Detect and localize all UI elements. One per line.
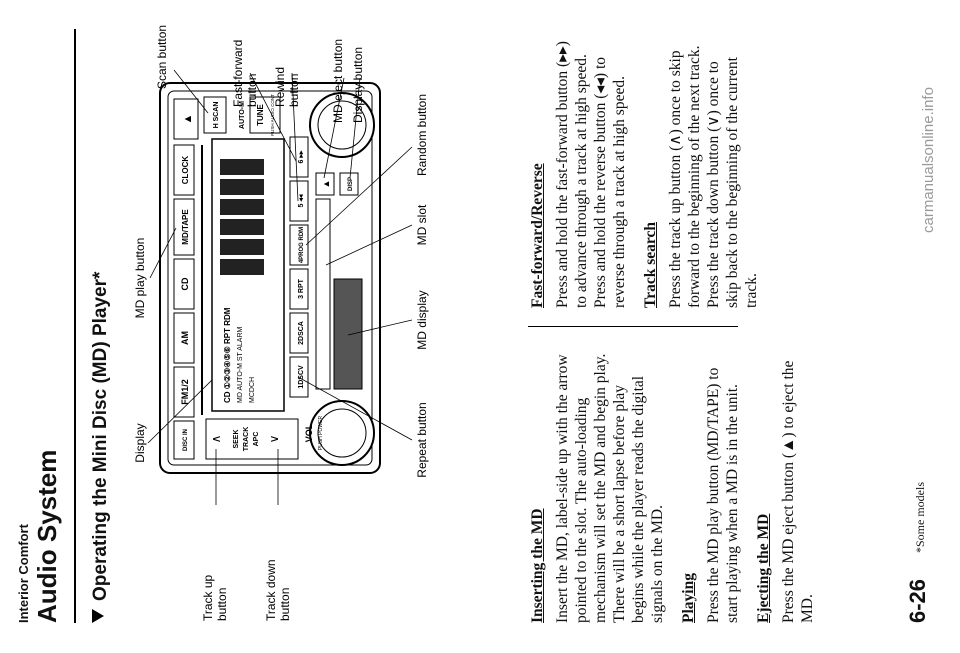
tune-knob-inner [317, 100, 367, 150]
callout-display-button: Display button [351, 47, 365, 123]
h-scan-button [203, 96, 227, 134]
left-column: Inserting the MD Insert the MD, label-si… [528, 353, 829, 623]
auto-m-label: AUTO-M [239, 101, 246, 129]
tune-knob [309, 92, 375, 158]
apc-label: APC [253, 432, 260, 447]
md-tape-button [173, 198, 195, 256]
md-display [333, 278, 363, 390]
preset-button-4 [289, 224, 309, 266]
page-title: Audio System [32, 449, 62, 623]
disc-in-indicator [173, 420, 195, 460]
heading-ejecting: Ejecting the MD [755, 513, 772, 623]
callout-rewind-2: button [287, 74, 301, 107]
header-rule [74, 29, 76, 623]
cd-button-label: CD [180, 277, 190, 290]
lcd-line-1: CD ①②③④⑤⑥ RPT RDM [223, 307, 232, 403]
lcd-digits [220, 159, 264, 275]
text-track-up: Press the track up button (∧) once to sk… [667, 45, 703, 308]
callout-md-eject-button: MD eject button [331, 39, 345, 123]
preset-button-3 [289, 268, 309, 310]
preset-button-1 [289, 356, 309, 398]
heading-fast-forward-reverse: Fast-forward/Reverse [529, 163, 546, 308]
fm-button-label: FM1/2 [180, 379, 190, 405]
eject-icon: ▲ [182, 114, 194, 125]
clock-button-label: CLOCK [181, 156, 190, 185]
md-player-diagram: DISC IN FM1/2 AM CD MD/TAPE CLOCK ▲ ∧ SE… [133, 25, 429, 621]
text-playing: Press the MD play button (MD/TAPE) to st… [705, 367, 741, 623]
track-up-icon: ∧ [209, 435, 223, 444]
text-inserting: Insert the MD, label-side up with the ar… [554, 353, 666, 623]
clock-button [173, 144, 195, 196]
cd-button [173, 258, 195, 310]
footnote: *Some models [913, 482, 927, 553]
callout-track-down-2: button [278, 588, 292, 621]
callout-random-button: Random button [415, 94, 429, 176]
preset-button-5 [289, 180, 309, 222]
callout-rewind-1: Rewind [273, 67, 287, 107]
callout-repeat-button: Repeat button [415, 402, 429, 477]
callout-md-display: MD display [415, 290, 429, 349]
preset-button-6 [289, 136, 309, 178]
audio-cont-label: PUSH AUDIO CONT [270, 94, 275, 136]
preset-4-label: 4PROG RDM [299, 227, 305, 263]
callout-md-slot: MD slot [415, 204, 429, 245]
callout-track-up-2: button [215, 588, 229, 621]
am-button-label: AM [180, 331, 190, 345]
callout-md-play-button: MD play button [133, 238, 147, 319]
heading-inserting: Inserting the MD [529, 508, 546, 623]
watermark: carmanualsonline.info [920, 87, 937, 233]
tune-label-box [249, 96, 281, 134]
lcd-line-2: MD AUTO-M ST ALARM [237, 326, 244, 403]
section-title: Operating the Mini Disc (MD) Player* [90, 272, 112, 623]
text-track-down: Press the track down button (∨) once to … [705, 57, 760, 308]
preset-2-label: 2DSCA [298, 321, 305, 345]
preset-5-label: 5 ◂◂ [298, 194, 305, 207]
md-tape-button-label: MD/TAPE [181, 209, 190, 245]
callout-display: Display [133, 423, 147, 462]
callout-fast-forward-1: Fast-forward [231, 40, 245, 107]
fm-button [173, 366, 195, 418]
text-reverse: Press and hold the reverse button (◂◂) t… [592, 56, 628, 308]
callout-fast-forward-2: button [245, 74, 259, 107]
column-divider [528, 326, 738, 327]
right-column: Fast-forward/Reverse Press and hold the … [528, 38, 773, 308]
md-slot [315, 198, 331, 390]
disp-button-label: DISP [348, 177, 354, 191]
disc-in-label: DISC IN [183, 429, 189, 451]
eject-button [173, 98, 199, 140]
radio-unit-inner [167, 90, 373, 466]
leader-lines [147, 69, 413, 505]
track-down-icon: ∨ [267, 435, 281, 444]
seek-label: SEEK [233, 429, 240, 448]
md-eject-icon: ▲ [321, 180, 331, 189]
section-title-text: Operating the Mini Disc (MD) Player* [90, 271, 111, 601]
triangle-bullet-icon [92, 609, 104, 623]
chapter-label: Interior Comfort [16, 524, 31, 623]
callout-track-down-1: Track down [264, 559, 278, 621]
am-button [173, 312, 195, 364]
tune-label: TUNE [256, 103, 265, 125]
text-fast-forward: Press and hold the fast-forward button (… [554, 41, 590, 308]
callout-scan-button: Scan button [155, 25, 169, 89]
preset-6-label: 6 ▸▸ [298, 150, 305, 163]
lcd-line-3: MCDCH [249, 377, 256, 403]
heading-track-search: Track search [642, 222, 659, 308]
vol-label: VOL [304, 423, 314, 442]
volume-knob-inner [317, 408, 367, 458]
push-power-label: PUSH POWER [318, 416, 324, 451]
track-label: TRACK [243, 427, 250, 452]
seek-track-rocker [205, 418, 299, 460]
h-scan-label: H SCAN [213, 102, 220, 129]
text-ejecting: Press the MD eject button (▲) to eject t… [780, 360, 816, 623]
preset-button-2 [289, 312, 309, 354]
heading-playing: Playing [680, 573, 697, 623]
disp-button [339, 172, 359, 196]
callout-track-up-1: Track up [201, 574, 215, 621]
preset-3-label: 3 RPT [298, 278, 305, 299]
preset-1-label: 1DSCV [298, 365, 305, 389]
page-number: 6-26 [905, 578, 930, 623]
